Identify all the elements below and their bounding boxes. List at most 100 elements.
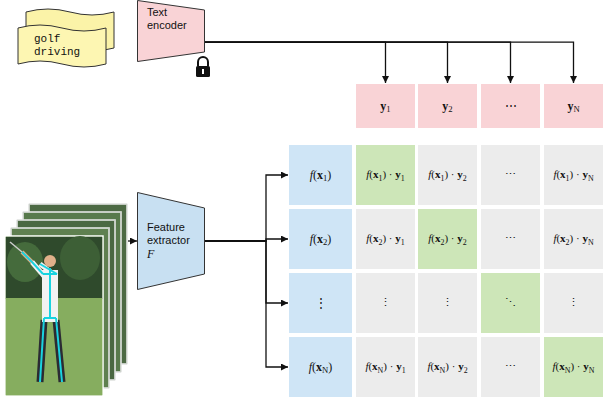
tree [60, 236, 100, 280]
similarity-cell-label: f(x1) · y1 [366, 168, 404, 181]
text-embedding: y1 [356, 84, 415, 128]
scroll-shape [18, 25, 106, 67]
similarity-cell: f(xN) · yN [544, 337, 603, 397]
lock-shackle [198, 57, 208, 66]
text-group: Feature extractorF [147, 221, 199, 262]
text-group: ⋮ [568, 296, 579, 309]
image-embedding: f(xN) [289, 337, 352, 397]
text-group: f(x2) · y1 [366, 232, 404, 245]
text-embedding: y2 [418, 84, 477, 128]
image-embedding: f(x2) [289, 209, 352, 269]
similarity-cell-label: f(x2) · y1 [366, 232, 404, 245]
text-group: ⋯ [505, 360, 516, 373]
similarity-cell: f(xN) · y1 [356, 337, 415, 397]
trapezoid-shape [138, 1, 205, 62]
text-group: f(xN) [309, 360, 333, 374]
text-group: f(xN) · y1 [365, 360, 405, 373]
connector-arrow [205, 241, 288, 303]
skeleton-bone [22, 252, 32, 262]
similarity-cell: ⋯ [481, 337, 540, 397]
text-group: f(xN) · yN [553, 360, 595, 373]
golf-club [10, 242, 22, 252]
golfer-head [44, 255, 56, 267]
image-embedding: f(x1) [289, 145, 352, 205]
similarity-cell: f(xN) · y2 [418, 337, 477, 397]
similarity-cell-label: f(xN) · y1 [365, 360, 405, 373]
skeleton-bone [56, 318, 62, 382]
text-group: f(x2) · y2 [428, 232, 466, 245]
golfer-arm [22, 252, 32, 262]
text-group: ⋯ [505, 232, 516, 245]
text-group: yN [567, 99, 579, 113]
text-embedding-label: y1 [380, 99, 390, 113]
text-embedding-label: y2 [442, 99, 452, 113]
connector-arrow [205, 241, 288, 367]
lock-icon [196, 57, 210, 77]
video-frame-stack [5, 204, 127, 396]
golfer-figure [10, 242, 62, 382]
image-embedding: ⋮ [289, 273, 352, 333]
text-group: f(x1) [310, 168, 332, 182]
text-embedding: ⋯ [481, 84, 540, 128]
connector-arrow [205, 42, 386, 83]
text-group: f(xN) · y2 [427, 360, 467, 373]
similarity-cell-label: ⋯ [505, 360, 516, 373]
pose-skeleton [22, 252, 62, 382]
text-group: golf driving [34, 33, 84, 59]
text-group: f(x2) · yN [553, 232, 593, 245]
similarity-cell-label: ⋮ [442, 296, 453, 309]
text-embedding-label: yN [567, 99, 579, 113]
text-group: ⋮ [315, 296, 327, 310]
similarity-cell-label: f(x2) · y2 [428, 232, 466, 245]
text-group: y1 [380, 99, 390, 113]
image-embedding-label: f(xN) [309, 360, 333, 374]
similarity-cell: ⋮ [356, 273, 415, 333]
feature-extractor-label: Feature extractor [147, 221, 199, 247]
similarity-cell-label: ⋯ [505, 168, 516, 181]
trapezoid-shape [138, 193, 205, 290]
image-embedding-label: f(x2) [310, 232, 332, 246]
similarity-cell: f(x1) · y2 [418, 145, 477, 205]
connector-arrow [205, 42, 574, 83]
similarity-cell: f(x1) · y1 [356, 145, 415, 205]
similarity-cell: ⋮ [418, 273, 477, 333]
skeleton-bone [40, 318, 44, 382]
video-frame [5, 236, 103, 396]
connector-arrow [205, 42, 511, 83]
similarity-cell-label: ⋮ [380, 296, 391, 309]
skeleton-bone [40, 264, 57, 274]
connector-arrow [205, 175, 288, 241]
text-embedding-label: ⋯ [505, 99, 517, 113]
skeleton-bone [44, 317, 56, 319]
lock-keyhole [202, 69, 204, 74]
text-group: ⋯ [505, 99, 517, 113]
lock-body [196, 66, 210, 77]
image-embedding-label: ⋮ [315, 296, 327, 310]
text-group: y2 [442, 99, 452, 113]
text-encoder-label: Text encoder [147, 6, 195, 32]
text-group: ⋮ [442, 296, 453, 309]
text-group: ⋮ [380, 296, 391, 309]
text-group: f(x1) · yN [553, 168, 593, 181]
text-group: ⋱ [505, 296, 516, 309]
connector-arrow [205, 42, 448, 83]
input-arrow [128, 240, 137, 241]
skeleton-bone [49, 268, 51, 318]
similarity-cell: f(x2) · y1 [356, 209, 415, 269]
similarity-cell-label: f(xN) · y2 [427, 360, 467, 373]
text-encoder: Text encoder [137, 0, 205, 62]
feature-extractor: Feature extractorF [137, 192, 205, 290]
similarity-cell: ⋯ [481, 209, 540, 269]
similarity-cell: ⋮ [544, 273, 603, 333]
similarity-cell-label: f(xN) · yN [553, 360, 595, 373]
text-group: ⋯ [505, 168, 516, 181]
similarity-cell-label: f(x1) · yN [553, 168, 593, 181]
text-embedding: yN [544, 84, 603, 128]
similarity-cell: f(x2) · yN [544, 209, 603, 269]
text-group: f(x2) [310, 232, 332, 246]
feature-extractor-label: F [147, 247, 154, 261]
similarity-cell-label: ⋱ [505, 296, 516, 309]
text-prompt-scroll: golf driving [14, 22, 110, 70]
similarity-cell-label: f(x2) · yN [553, 232, 593, 245]
